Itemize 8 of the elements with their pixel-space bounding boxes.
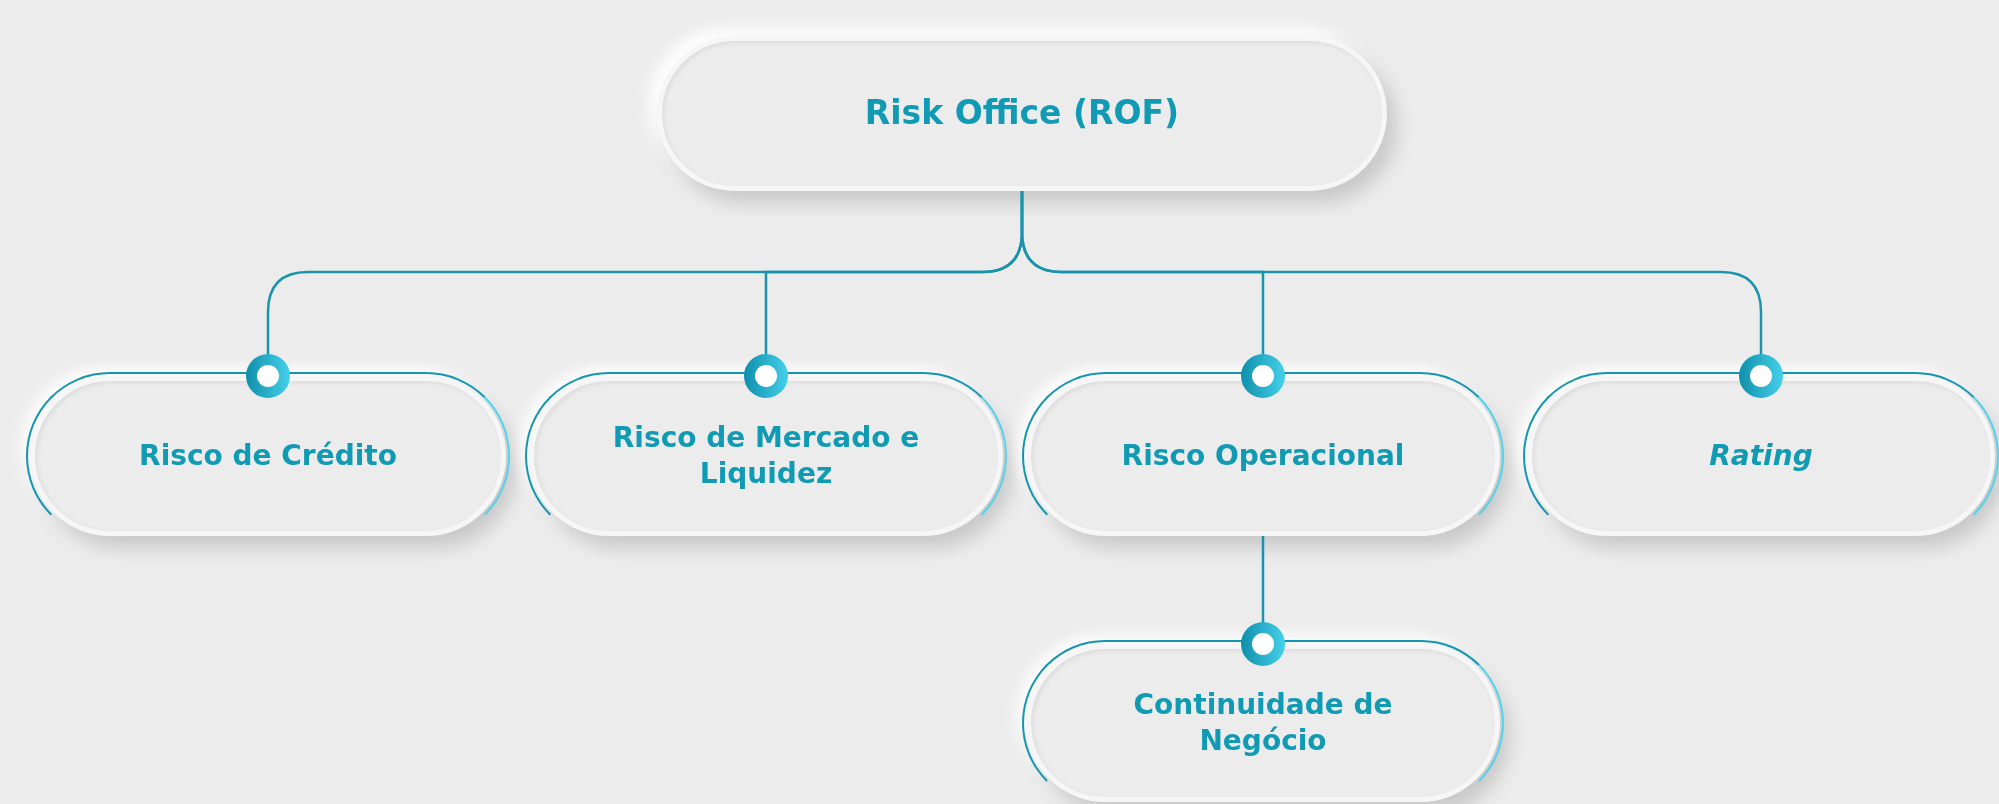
node-label: Risco de Mercado e Liquidez	[611, 419, 921, 492]
node-label: Risco de Crédito	[139, 437, 397, 474]
connector-line	[1241, 536, 1285, 666]
node-label: Risk Office (ROF)	[864, 92, 1180, 135]
node-label: Continuidade de Negócio	[1132, 686, 1394, 759]
node-label: Rating	[1709, 437, 1813, 474]
node-label: Risco Operacional	[1121, 437, 1405, 474]
connector-line	[1020, 191, 1783, 398]
